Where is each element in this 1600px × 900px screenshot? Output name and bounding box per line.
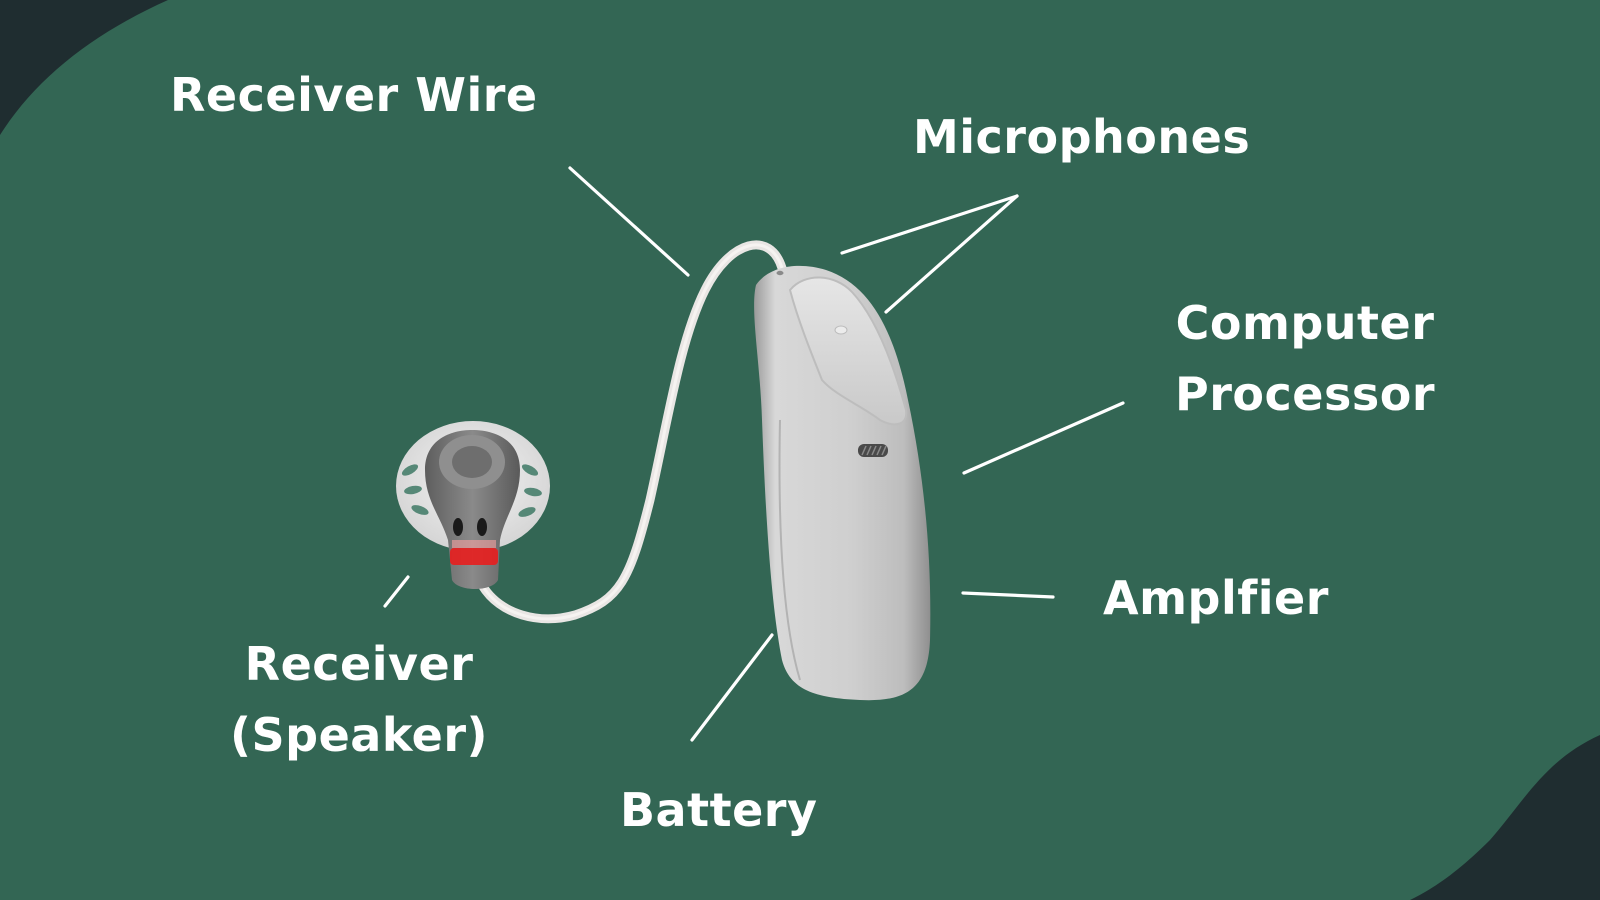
leader-line-microphone-2 (884, 194, 1019, 314)
leader-line-amplifier (961, 591, 1055, 599)
label-amplifier: Amplfier (1103, 571, 1329, 625)
label-computer-processor-line2: Processor (1175, 367, 1436, 422)
vent-grille (858, 444, 888, 457)
receiver-speaker (396, 421, 550, 589)
label-receiver-line2: (Speaker) (230, 708, 489, 763)
label-computer-processor: Computer Processor (1175, 288, 1435, 431)
label-receiver-speaker: Receiver (Speaker) (230, 629, 488, 772)
label-computer-processor-line1: Computer (1175, 296, 1435, 350)
hearing-aid-body (754, 265, 931, 701)
label-receiver-wire: Receiver Wire (170, 68, 538, 122)
leader-line-computer-processor (962, 401, 1125, 475)
corner-shape-bottom-right (1410, 735, 1600, 900)
leader-line-battery (690, 633, 774, 742)
leader-lines (383, 166, 1125, 742)
leader-line-receiver (383, 575, 410, 608)
leader-line-receiver-wire (568, 166, 690, 277)
label-receiver-line1: Receiver (244, 637, 474, 691)
label-microphones: Microphones (913, 110, 1251, 164)
label-battery: Battery (620, 783, 818, 837)
leader-line-microphone-1 (840, 194, 1019, 255)
corner-shape-top-left (0, 0, 168, 135)
